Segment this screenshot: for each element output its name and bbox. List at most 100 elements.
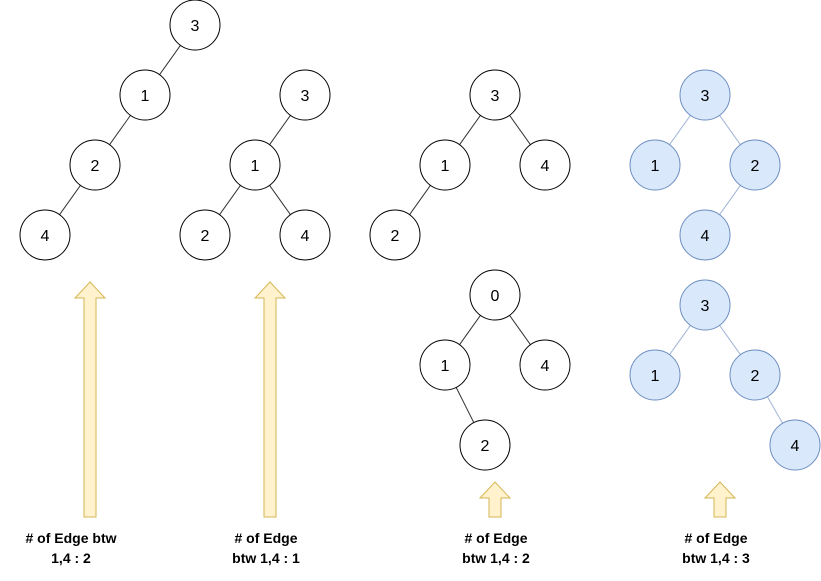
tree-f-edge-1 [669,325,691,355]
tree-c-edge-1 [459,115,481,145]
caption-4-line-2: btw 1,4 : 3 [682,550,750,566]
node-circle [419,139,471,191]
node-circle [169,0,221,51]
node-label: 1 [441,358,450,375]
node-label: 2 [201,228,210,245]
node-label: 1 [441,158,450,175]
tree-c-node: 4 [519,139,571,191]
tree-f-node: 4 [769,419,821,471]
node-circle [179,209,231,261]
tree-b-node: 3 [279,69,331,121]
node-circle [519,339,571,391]
tree-b-node: 2 [179,209,231,261]
node-label: 2 [91,158,100,175]
tree-e-edge-3 [719,185,741,215]
caption-2-line-2: btw 1,4 : 1 [232,550,300,566]
tree-c-node: 3 [469,69,521,121]
caption-1: # of Edge btw 1,4 : 2 [1,528,141,568]
tree-e-node: 3 [679,69,731,121]
caption-3-line-1: # of Edge [464,530,528,546]
node-circle [469,69,521,121]
up-arrow-icon [703,481,737,518]
node-circle [229,139,281,191]
tree-a-node: 1 [119,69,171,121]
caption-2: # of Edge btw 1,4 : 1 [196,528,336,568]
node-label: 4 [41,228,50,245]
node-label: 0 [491,288,500,305]
tree-e-node: 2 [729,139,781,191]
node-label: 3 [301,88,310,105]
node-label: 3 [491,88,500,105]
tree-d-node: 0 [469,269,521,321]
caption-1-line-2: 1,4 : 2 [51,550,91,566]
node-circle [419,339,471,391]
arrows-layer [73,281,737,518]
node-circle [679,69,731,121]
node-circle [679,279,731,331]
tree-e-node: 4 [679,209,731,261]
up-arrow-icon [73,281,107,518]
node-label: 3 [191,18,200,35]
tree-f-edge-3 [766,396,784,424]
tree-d-node: 4 [519,339,571,391]
tree-c-edge-3 [409,185,431,215]
tree-e-edge-2 [719,115,741,145]
node-label: 2 [391,228,400,245]
tree-b-node: 4 [279,209,331,261]
tree-b-edge-3 [269,185,291,215]
node-circle [119,69,171,121]
node-label: 1 [251,158,260,175]
tree-a-node: 2 [69,139,121,191]
tree-d-edge-1 [459,315,481,345]
tree-c-node: 2 [369,209,421,261]
node-label: 4 [791,438,800,455]
node-label: 3 [701,88,710,105]
caption-1-line-1: # of Edge btw [25,530,117,546]
node-circle [629,349,681,401]
node-label: 1 [141,88,150,105]
tree-d-edge-3 [455,387,475,423]
node-circle [459,419,511,471]
nodes-layer: 3 1 2 4 3 1 2 4 3 1 4 2 0 1 4 2 3 1 2 4 3 1 2 4 [19,0,821,471]
edges-layer [59,45,784,424]
tree-e-edge-1 [669,115,691,145]
node-circle [729,139,781,191]
node-circle [769,419,821,471]
node-label: 1 [651,158,660,175]
node-circle [19,209,71,261]
tree-c-node: 1 [419,139,471,191]
node-label: 4 [541,358,550,375]
node-circle [469,269,521,321]
tree-f-node: 2 [729,349,781,401]
up-arrow-icon [253,281,287,518]
node-circle [279,209,331,261]
node-label: 1 [651,368,660,385]
caption-2-line-1: # of Edge [234,530,298,546]
node-circle [69,139,121,191]
tree-a-edge-2 [109,115,131,145]
tree-f-node: 3 [679,279,731,331]
tree-b-edge-2 [219,185,241,215]
tree-a-edge-3 [59,185,81,215]
tree-a-node: 3 [169,0,221,51]
caption-3-line-2: btw 1,4 : 2 [462,550,530,566]
tree-d-node: 2 [459,419,511,471]
node-label: 4 [301,228,310,245]
node-circle [519,139,571,191]
node-label: 4 [541,158,550,175]
caption-4-line-1: # of Edge [684,530,748,546]
tree-c-edge-2 [509,115,531,145]
tree-a-node: 4 [19,209,71,261]
tree-d-node: 1 [419,339,471,391]
node-circle [679,209,731,261]
tree-b-node: 1 [229,139,281,191]
up-arrow-icon [478,481,512,518]
tree-f-edge-2 [719,325,741,355]
caption-3: # of Edge btw 1,4 : 2 [426,528,566,568]
node-label: 3 [701,298,710,315]
tree-d-edge-2 [509,315,531,345]
node-circle [729,349,781,401]
node-label: 4 [701,228,710,245]
tree-b-edge-1 [269,115,291,145]
